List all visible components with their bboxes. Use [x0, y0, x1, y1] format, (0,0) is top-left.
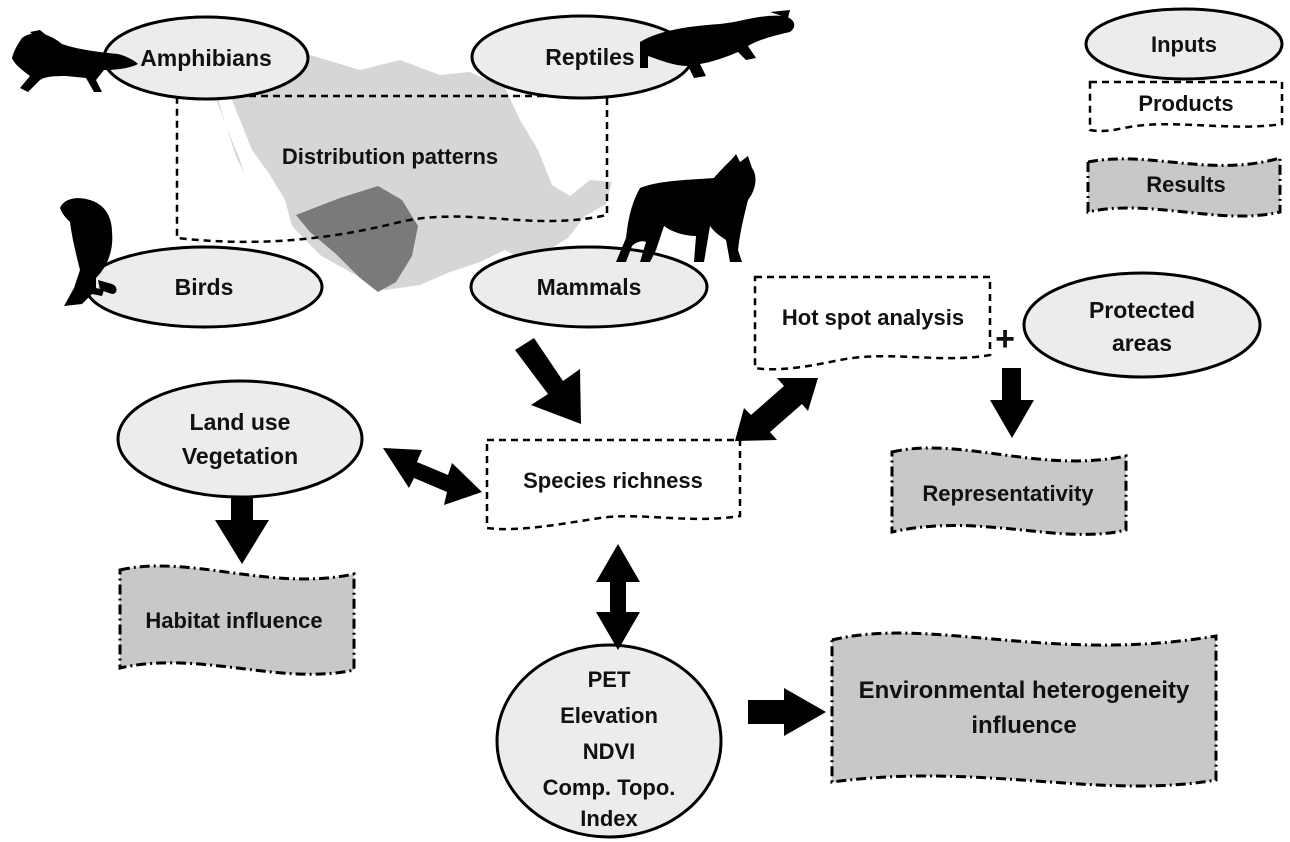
env-variable-5: Index — [580, 806, 638, 831]
env-variable-3: NDVI — [583, 739, 636, 764]
bird-icon — [60, 198, 117, 306]
birds-label: Birds — [175, 274, 234, 300]
distribution-patterns-label: Distribution patterns — [282, 144, 498, 169]
environmental-variables-input — [495, 643, 723, 839]
arrow-landuse-to-habitat — [215, 496, 269, 564]
habitat-influence-result — [118, 564, 356, 676]
salamander-icon — [12, 30, 138, 92]
representativity-label: Representativity — [922, 481, 1094, 506]
reptiles-label: Reptiles — [545, 44, 634, 70]
legend-results-label: Results — [1146, 172, 1225, 197]
arrow-richness-env — [596, 544, 640, 650]
protected-areas-input — [1022, 271, 1262, 379]
land-use-label-2: Vegetation — [182, 443, 298, 469]
arrow-protected-to-representativity — [990, 368, 1034, 438]
env-variable-4: Comp. Topo. — [543, 775, 676, 800]
environmental-heterogeneity-result — [830, 631, 1218, 788]
legend-products-shape — [1088, 80, 1284, 133]
species-richness-shape — [485, 438, 742, 531]
amphibians-label: Amphibians — [140, 45, 272, 71]
crocodile-icon — [640, 10, 795, 78]
legend-inputs-ellipse — [1084, 7, 1284, 81]
arrow-richness-hotspot — [735, 378, 818, 441]
lynx-icon — [616, 154, 756, 262]
highlight-region — [296, 186, 418, 292]
plus-operator: + — [995, 320, 1015, 358]
env-heterogeneity-label-1: Environmental heterogeneity — [859, 677, 1190, 704]
representativity-result — [890, 446, 1128, 536]
legend-results-shape — [1086, 156, 1282, 218]
protected-areas-label-2: areas — [1112, 330, 1172, 356]
legend-inputs-label: Inputs — [1151, 32, 1217, 57]
mammals-input — [469, 245, 709, 329]
legend-products-label: Products — [1138, 91, 1233, 116]
env-variable-2: Elevation — [560, 703, 658, 728]
legend: Inputs Products Results — [1084, 7, 1284, 218]
env-variable-1: PET — [588, 667, 631, 692]
habitat-influence-label: Habitat influence — [145, 608, 322, 633]
hot-spot-analysis-label: Hot spot analysis — [782, 305, 964, 330]
mammals-label: Mammals — [537, 274, 642, 300]
arrow-mammals-to-richness — [515, 338, 581, 424]
arrow-env-to-heterogeneity — [748, 688, 826, 736]
mexico-map — [208, 52, 612, 292]
hot-spot-analysis-shape — [753, 275, 992, 371]
env-heterogeneity-label-2: influence — [971, 712, 1076, 739]
land-use-label-1: Land use — [190, 409, 291, 435]
arrow-landuse-richness — [383, 448, 482, 505]
species-richness-label: Species richness — [523, 468, 703, 493]
land-use-vegetation-input — [116, 379, 364, 499]
protected-areas-label-1: Protected — [1089, 297, 1195, 323]
distribution-patterns-shape — [175, 94, 609, 244]
